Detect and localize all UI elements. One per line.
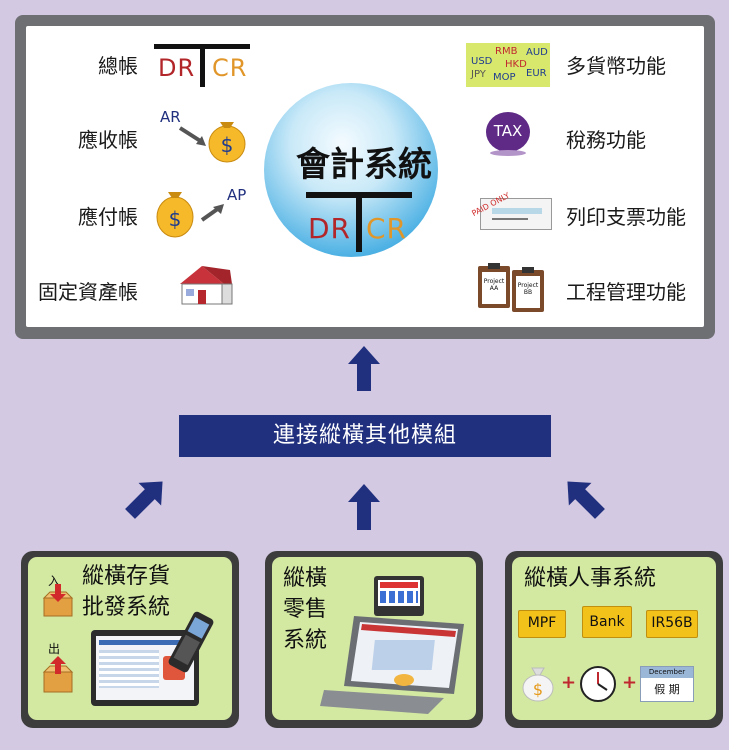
feature-general-ledger-label: 總帳 [98,54,138,78]
ir56b-folder-icon: IR56B [646,610,698,638]
svg-text:$: $ [533,680,543,699]
cheque-icon: PAID ONLY [470,190,552,232]
handheld-scanner-icon [168,611,214,673]
accounting-system-title: 會計系統 [296,145,432,185]
svg-text:$: $ [221,133,234,157]
project-clipboards-icon: Project AA Project BB [476,262,556,312]
connect-modules-banner: 連接縱橫其他模組 [179,415,551,457]
feature-project-management-label: 工程管理功能 [566,280,686,304]
clock-icon [580,666,616,702]
feature-cheque-printing-label: 列印支票功能 [566,205,686,229]
customer-display-icon [374,576,424,616]
feature-accounts-receivable-label: 應收帳 [78,128,138,152]
accounts-receivable-moneybag-icon: AR $ [160,108,250,166]
feature-tax-label: 稅務功能 [566,128,646,152]
retail-module-title-line2: 零售 [283,597,328,622]
mpf-folder-icon: MPF [518,610,566,638]
stock-out-label: 出 [48,642,61,656]
stock-in-box-icon [42,584,74,617]
retail-module-title-line1: 縱橫 [283,566,328,591]
inventory-module-title-line1: 縱橫存貨 [82,564,171,589]
diagonal-arrow-from-inventory [125,481,163,519]
arrows-layer [125,346,605,530]
feature-multi-currency-label: 多貨幣功能 [566,54,666,78]
bank-folder-icon: Bank [582,606,632,638]
accounts-payable-moneybag-icon: $ AP [155,186,250,242]
plus-sign-2: + [622,672,638,693]
tax-badge-icon: TAX [486,112,530,156]
diagonal-arrow-from-hr [567,481,605,519]
currency-panel-icon: RMB AUD USD HKD JPY MOP EUR [466,43,550,87]
hr-module-title: 縱橫人事系統 [524,566,657,591]
up-arrow-to-accounting [348,346,380,391]
svg-text:$: $ [169,207,182,231]
accounting-system-sphere [264,83,438,257]
money-bag-icon: $ [522,667,554,702]
feature-accounts-payable-label: 應付帳 [78,205,138,229]
feature-fixed-assets-label: 固定資產帳 [38,280,138,304]
holiday-calendar-icon: December 假 期 [640,666,694,702]
plus-sign-1: + [561,672,577,693]
center-dr-cr-t-account-icon: DR CR [306,192,412,252]
up-arrow-from-retail [348,484,380,530]
pos-terminal-icon [320,616,464,714]
stock-out-box-icon [42,656,74,693]
retail-module-title-line3: 系統 [283,628,328,653]
house-icon [180,266,233,305]
dr-cr-t-account-icon: DR CR [154,42,250,88]
inventory-module-title-line2: 批發系統 [82,595,171,620]
